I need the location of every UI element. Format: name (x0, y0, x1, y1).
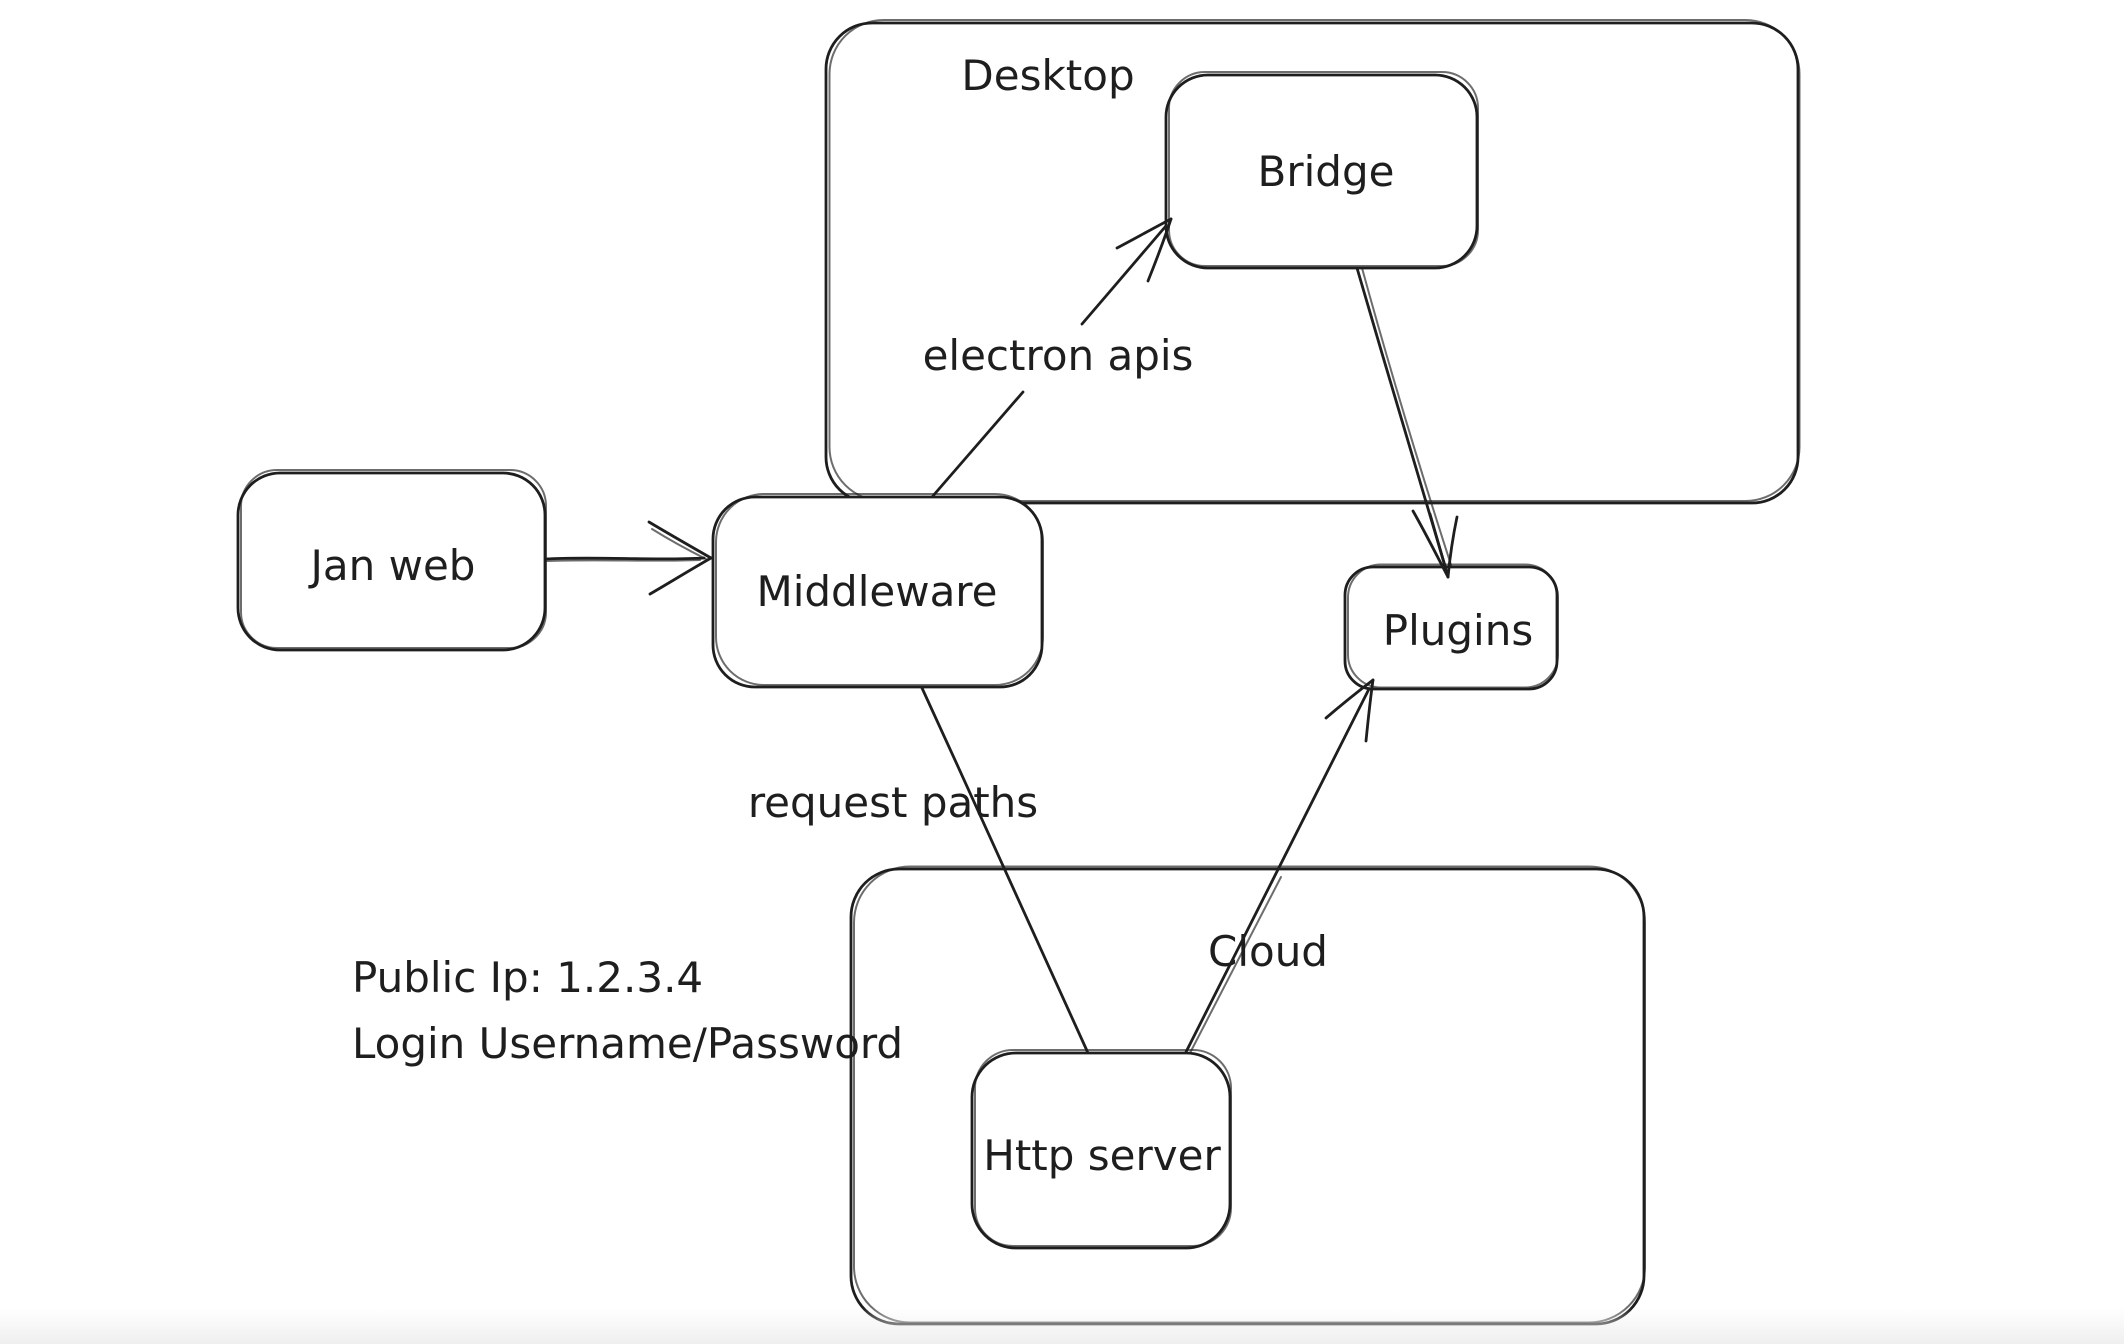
arrowhead-wing (1146, 217, 1173, 283)
desktop-container-label: Desktop (961, 51, 1134, 100)
request-paths-shaft (920, 686, 1090, 1055)
middleware-label: Middleware (756, 567, 997, 616)
plugins-box-sketch (1347, 563, 1559, 689)
node-jan-web (236, 469, 547, 652)
arrowhead-wing (648, 556, 713, 596)
plugins-label: Plugins (1383, 606, 1533, 655)
edge-middleware-to-bridge (930, 218, 1173, 499)
httpserver-plugins-shaft-sketch (1189, 876, 1282, 1054)
arrowhead-wing-sketch (651, 528, 707, 560)
electron-apis-shaft-lower (930, 390, 1025, 499)
cloud-container-label: Cloud (1208, 927, 1328, 976)
jan-web-label: Jan web (308, 541, 476, 590)
edge-middleware-to-httpserver (920, 686, 1090, 1055)
httpserver-plugins-shaft (1184, 679, 1375, 1054)
arrowhead-tip (1428, 512, 1450, 579)
bridge-label: Bridge (1258, 147, 1395, 196)
node-bridge (1164, 71, 1479, 270)
janweb-middleware-shaft-sketch (546, 559, 701, 562)
edge-httpserver-to-plugins (1184, 679, 1375, 1054)
arrowhead-wing (1115, 217, 1173, 250)
node-http-server (970, 1049, 1232, 1250)
bridge-plugins-shaft-sketch (1361, 267, 1453, 569)
arrowhead-wing (1411, 509, 1450, 579)
arrowhead-wing (647, 520, 713, 560)
arrowhead-wing (1324, 678, 1375, 720)
node-middleware (711, 493, 1044, 689)
arrowhead-janweb-to-middleware (647, 520, 713, 596)
arrowhead-httpserver-to-plugins (1324, 678, 1375, 743)
request-paths-edge-label: request paths (748, 778, 1038, 827)
electron-apis-edge-label: electron apis (923, 331, 1194, 380)
http-server-label: Http server (983, 1131, 1221, 1180)
middleware-box-sketch (715, 493, 1044, 686)
jan-web-box-sketch (240, 469, 547, 649)
janweb-middleware-shaft (543, 556, 706, 561)
electron-apis-shaft-upper (1080, 218, 1173, 326)
login-annotation: Login Username/Password (352, 1019, 903, 1068)
node-plugins (1343, 563, 1559, 691)
edge-janweb-to-middleware (543, 556, 706, 562)
arrowhead-middleware-to-bridge (1115, 217, 1173, 283)
arrowhead-wing (1446, 515, 1459, 579)
http-server-box-sketch (974, 1049, 1232, 1247)
arrowhead-bridge-to-plugins (1411, 509, 1459, 579)
desktop-container-box-sketch (828, 19, 1801, 502)
arrowhead-wing (1364, 678, 1375, 743)
public-ip-annotation: Public Ip: 1.2.3.4 (352, 953, 703, 1002)
bridge-box-sketch (1168, 71, 1479, 267)
